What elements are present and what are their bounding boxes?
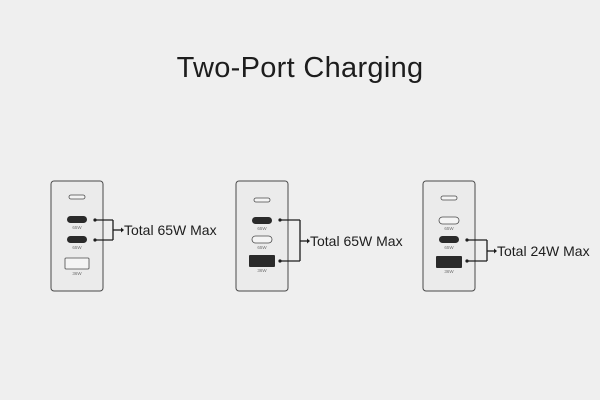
arrow-icon [121, 227, 124, 233]
usb-a-port [64, 257, 90, 270]
connector-dot [278, 218, 282, 222]
connector-dot [93, 238, 97, 242]
connector-dot [465, 238, 469, 242]
port-indicator-top [440, 195, 458, 201]
charger-1: 65W 65W 36W Total 65W Max [50, 180, 217, 292]
connector-dot [465, 259, 469, 263]
charger-2: 65W 65W 36W Total 65W Max [235, 180, 403, 292]
port-label-1: 65W [444, 226, 454, 231]
bracket-connector [280, 219, 307, 262]
bracket-connector [467, 239, 494, 262]
connector-dot [93, 218, 97, 222]
port-label-1: 65W [257, 226, 267, 231]
usb-a-port [436, 256, 462, 268]
usb-c-port-2 [67, 236, 87, 243]
usb-c-port-1 [67, 216, 87, 223]
usb-a-port [249, 255, 275, 267]
callout-label-2: Total 65W Max [310, 233, 403, 249]
usb-c-port-1 [252, 217, 272, 224]
arrow-icon [307, 238, 310, 244]
usb-c-port-1 [438, 216, 460, 225]
usb-c-port-2 [439, 236, 459, 243]
page-title: Two-Port Charging [176, 52, 424, 84]
port-label-1: 65W [72, 225, 82, 230]
port-label-2: 65W [444, 245, 454, 250]
port-label-2: 65W [72, 245, 82, 250]
arrow-icon [494, 248, 497, 254]
connector-dot [278, 259, 282, 263]
usb-c-port-2 [251, 235, 273, 244]
charger-3: 65W 65W 36W Total 24W Max [422, 180, 590, 292]
port-indicator-top [68, 194, 86, 200]
callout-label-1: Total 65W Max [124, 222, 217, 238]
callout-label-3: Total 24W Max [497, 243, 590, 259]
port-indicator-top [253, 197, 271, 203]
port-label-3: 36W [444, 269, 454, 274]
port-label-2: 65W [257, 245, 267, 250]
port-label-3: 36W [72, 271, 82, 276]
bracket-connector [95, 219, 121, 241]
port-label-3: 36W [257, 268, 267, 273]
